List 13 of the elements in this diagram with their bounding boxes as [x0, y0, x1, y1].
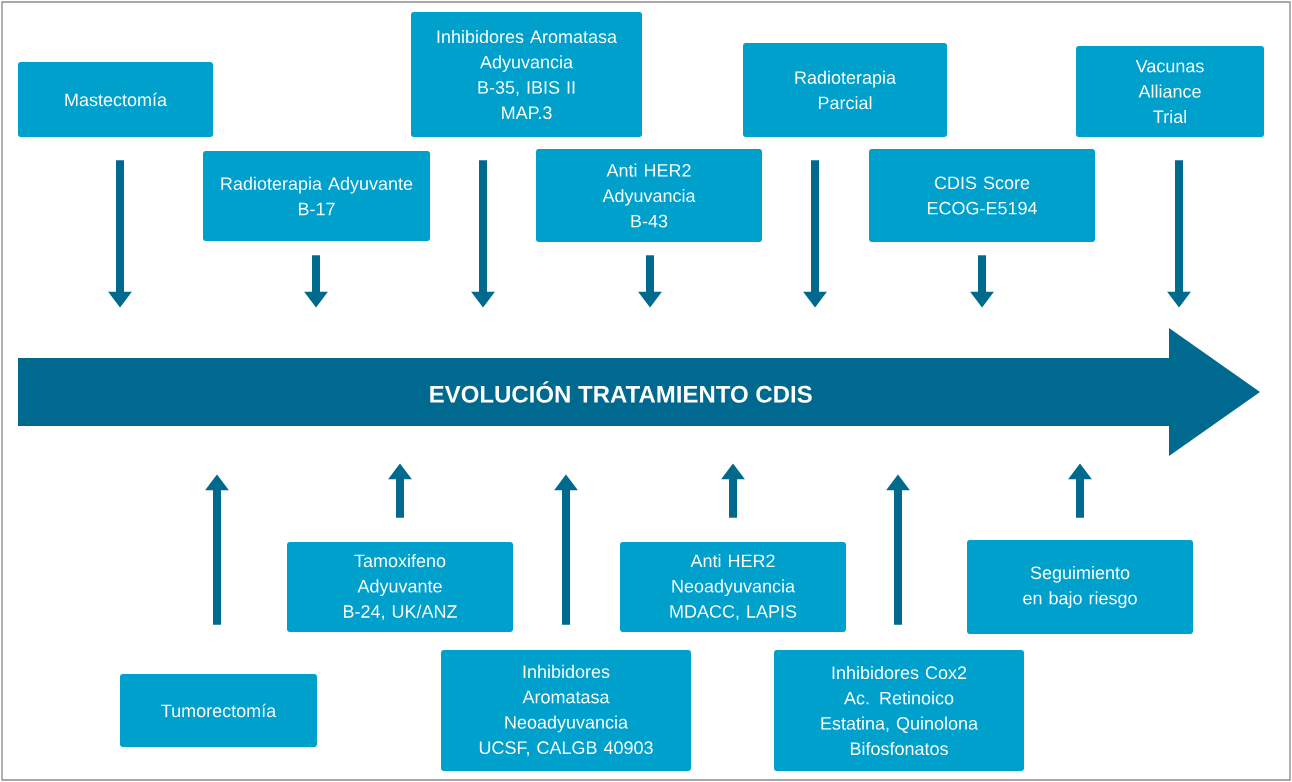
info-box: Seguimiento en bajo riesgo [967, 540, 1193, 634]
info-box: Tamoxifeno Adyuvante B-24, UK/ANZ [287, 542, 513, 632]
info-box: CDIS Score ECOG-E5194 [869, 149, 1095, 242]
info-box: Anti HER2 Neoadyuvancia MDACC, LAPIS [620, 542, 846, 632]
info-box: Vacunas Alliance Trial [1076, 46, 1264, 137]
info-box: Radioterapia Adyuvante B-17 [203, 151, 430, 241]
info-box: Tumorectomía [120, 674, 317, 747]
info-box: Mastectomía [18, 62, 213, 137]
info-box: Inhibidores Aromatasa Adyuvancia B-35, IBIS II MAP.3 [411, 12, 642, 137]
info-box: Radioterapia Parcial [743, 43, 947, 137]
info-box: Inhibidores Cox2 Ac. Retinoico Estatina, Quinolona Bifosfonatos [774, 650, 1024, 771]
info-box: Inhibidores Aromatasa Neoadyuvancia UCSF, CALGB 40903 [441, 650, 691, 771]
info-box: Anti HER2 Adyuvancia B-43 [536, 149, 762, 242]
